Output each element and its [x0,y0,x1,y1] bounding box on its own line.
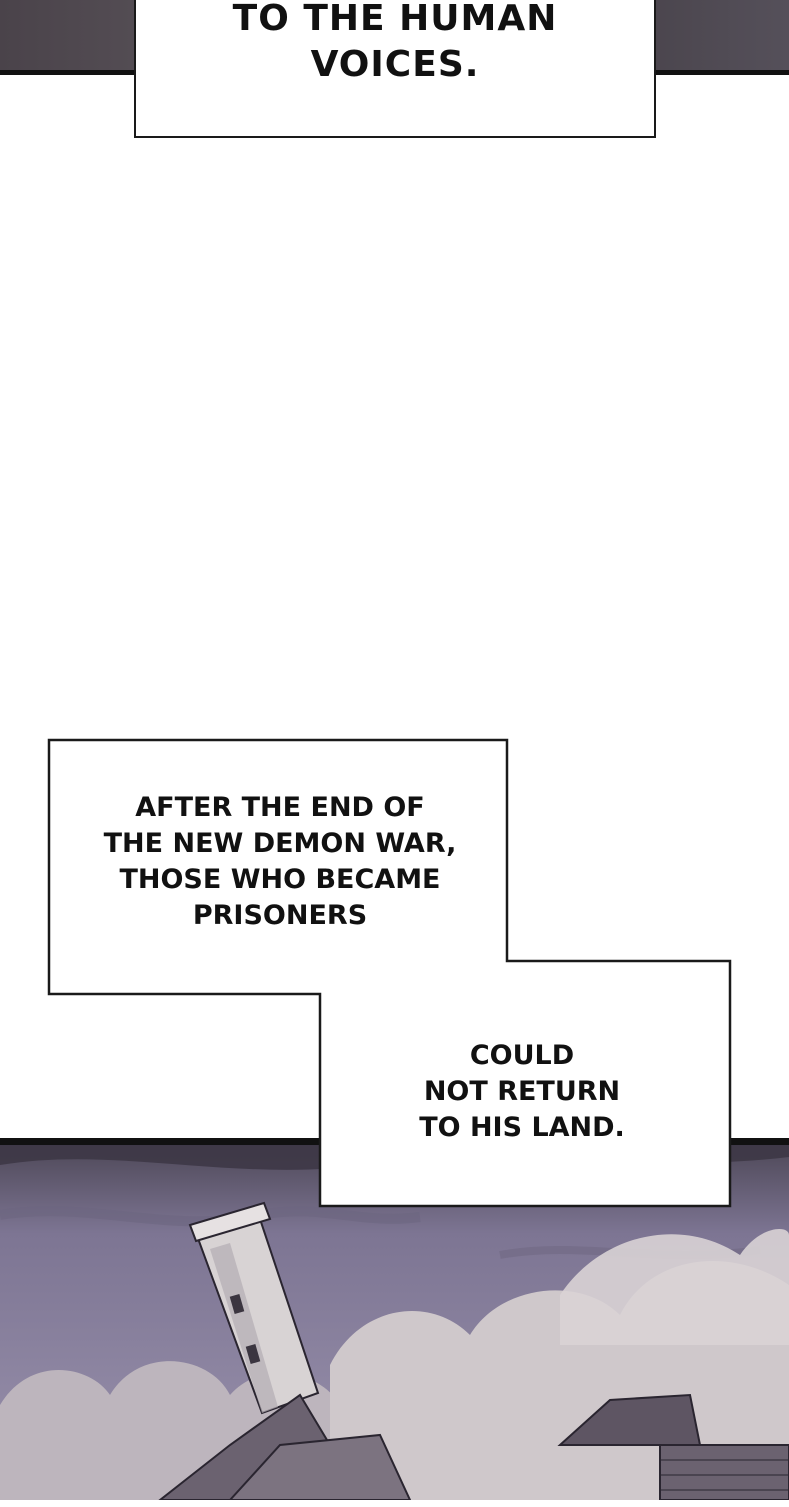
caption-text-bottom: COULD NOT RETURN TO HIS LAND. [419,1040,625,1143]
caption-text-middle: AFTER THE END OF THE NEW DEMON WAR, THOS… [103,792,457,931]
ruined-tower [188,1201,320,1415]
caption-text-top: TO THE HUMAN VOICES. [232,0,558,85]
caption-box-top: TO THE HUMAN VOICES. [134,0,656,138]
bottom-panel-artwork [0,1138,789,1507]
village-roofs [158,1393,789,1500]
tower-scene-illustration [0,1145,789,1500]
